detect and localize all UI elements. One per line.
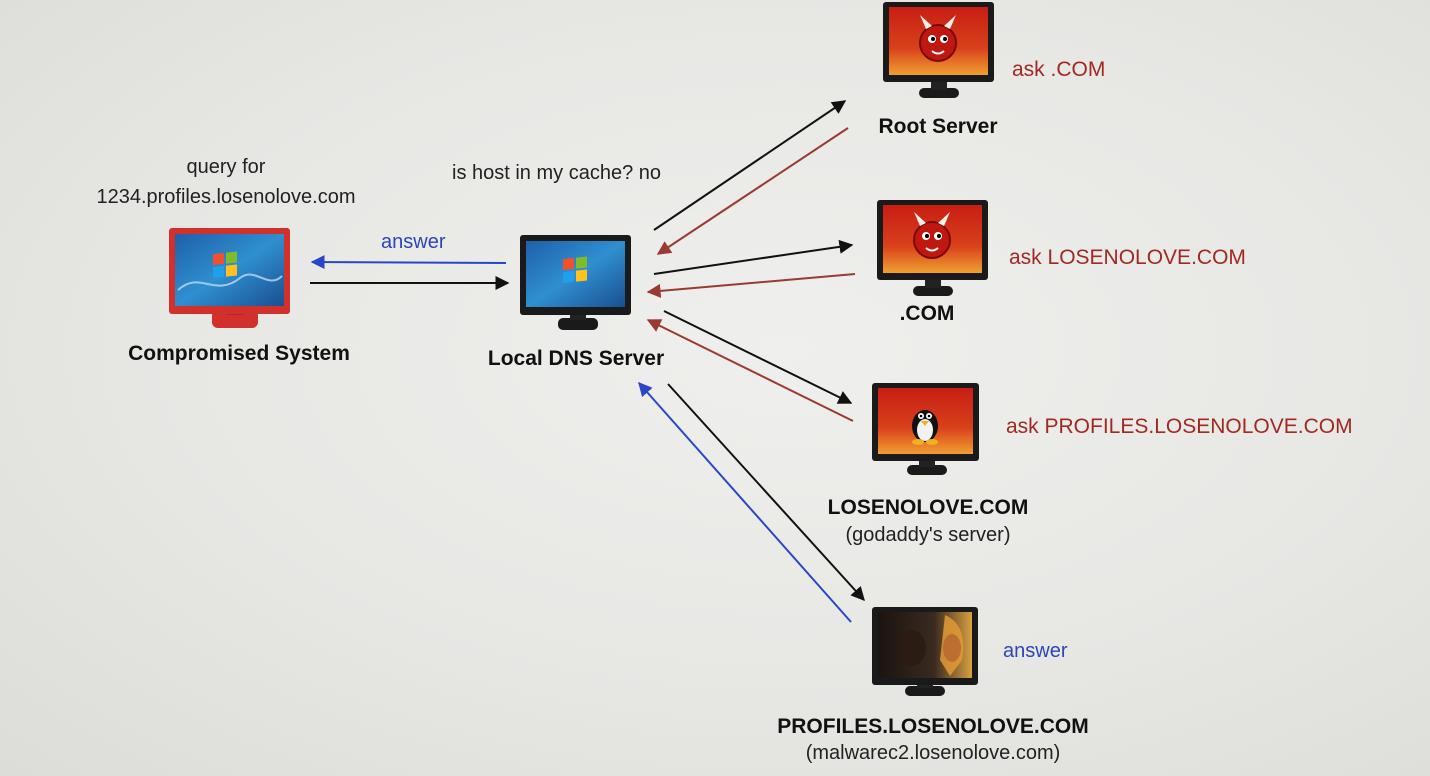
arrow-referral-from-losenolove: [646, 319, 854, 422]
local-dns-monitor: [520, 235, 631, 330]
arrow-query-to-profiles: [667, 383, 865, 602]
answer-to-client-label: answer: [381, 231, 446, 253]
profiles-server-monitor: [872, 607, 978, 696]
tux-penguin-icon: [912, 410, 938, 445]
com-server-label: .COM: [899, 302, 955, 325]
answer-from-profiles-label: answer: [1003, 640, 1068, 662]
arrow-query-to-com: [653, 239, 854, 275]
bsd-daemon-icon: [913, 212, 951, 259]
losenolove-server-sublabel: (godaddy's server): [845, 524, 1011, 546]
arrow-answer-to-client: [310, 255, 507, 270]
arrows: [310, 100, 865, 623]
arrow-answer-from-profiles: [638, 381, 852, 623]
root-server-label: Root Server: [878, 115, 998, 138]
compromised-system-monitor: [169, 228, 290, 328]
arrow-referral-from-root: [656, 127, 849, 255]
arrow-query-to-losenolove: [663, 310, 853, 404]
ask-profiles-label: ask PROFILES.LOSENOLOVE.COM: [1006, 415, 1353, 438]
bsd-daemon-icon: [919, 15, 957, 62]
query-label-line1: query for: [186, 156, 266, 178]
ask-losenolove-label: ask LOSENOLOVE.COM: [1009, 246, 1246, 269]
ask-com-label: ask .COM: [1012, 58, 1106, 81]
com-server-monitor: [877, 200, 988, 296]
root-server-monitor: [883, 2, 994, 98]
profiles-server-label: PROFILES.LOSENOLOVE.COM: [777, 715, 1089, 738]
arrow-query-to-root: [653, 100, 847, 231]
windows-logo-icon: [213, 251, 237, 278]
compromised-system-label: Compromised System: [128, 342, 350, 365]
profiles-server-sublabel: (malwarec2.losenolove.com): [805, 742, 1061, 764]
windows-logo-icon: [563, 256, 587, 283]
local-dns-label: Local DNS Server: [487, 347, 665, 370]
query-label-line2: 1234.profiles.losenolove.com: [96, 186, 356, 208]
losenolove-server-monitor: [872, 383, 979, 475]
arrow-referral-from-com: [646, 273, 856, 298]
cache-check-label: is host in my cache? no: [452, 162, 661, 184]
losenolove-server-label: LOSENOLOVE.COM: [827, 496, 1029, 519]
character-portrait-icon: [898, 615, 964, 676]
